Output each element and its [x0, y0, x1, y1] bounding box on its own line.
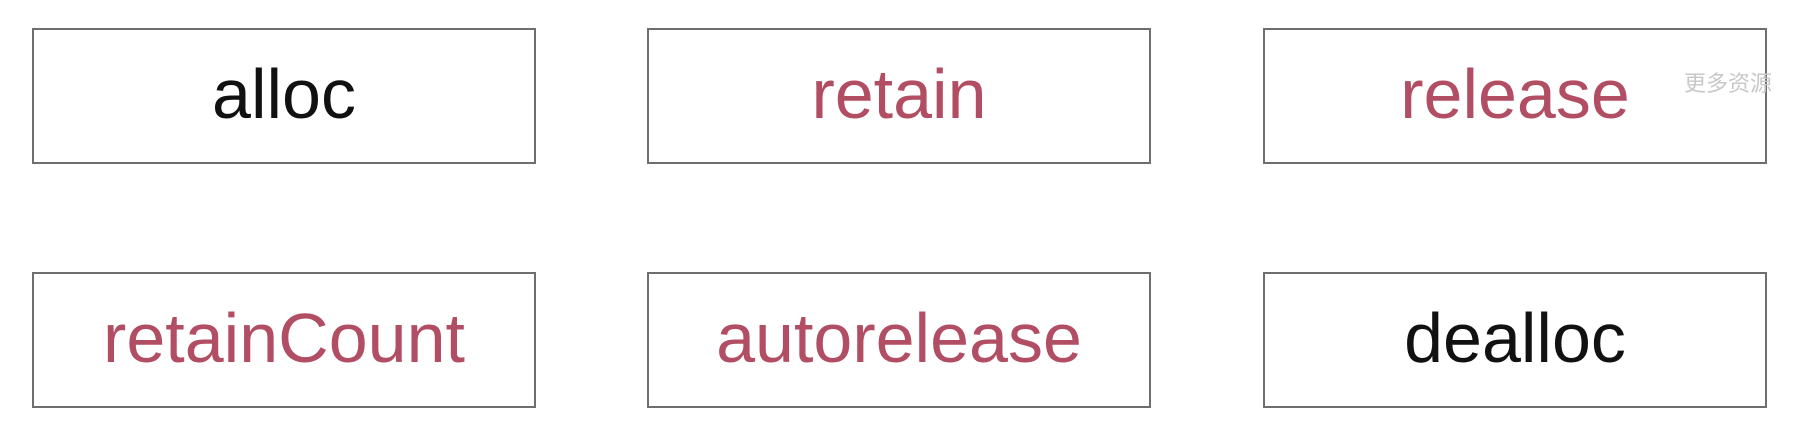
method-box-dealloc: dealloc	[1263, 272, 1767, 408]
method-box-autorelease: autorelease	[647, 272, 1151, 408]
method-label-alloc: alloc	[212, 55, 356, 133]
method-label-retaincount: retainCount	[103, 299, 465, 377]
method-box-release: release	[1263, 28, 1767, 164]
method-label-autorelease: autorelease	[716, 299, 1082, 377]
method-box-retaincount: retainCount	[32, 272, 536, 408]
method-label-release: release	[1400, 55, 1630, 133]
method-label-retain: retain	[811, 55, 987, 133]
method-box-retain: retain	[647, 28, 1151, 164]
method-label-dealloc: dealloc	[1404, 299, 1626, 377]
watermark-text: 更多资源	[1684, 72, 1773, 97]
method-box-alloc: alloc	[32, 28, 536, 164]
